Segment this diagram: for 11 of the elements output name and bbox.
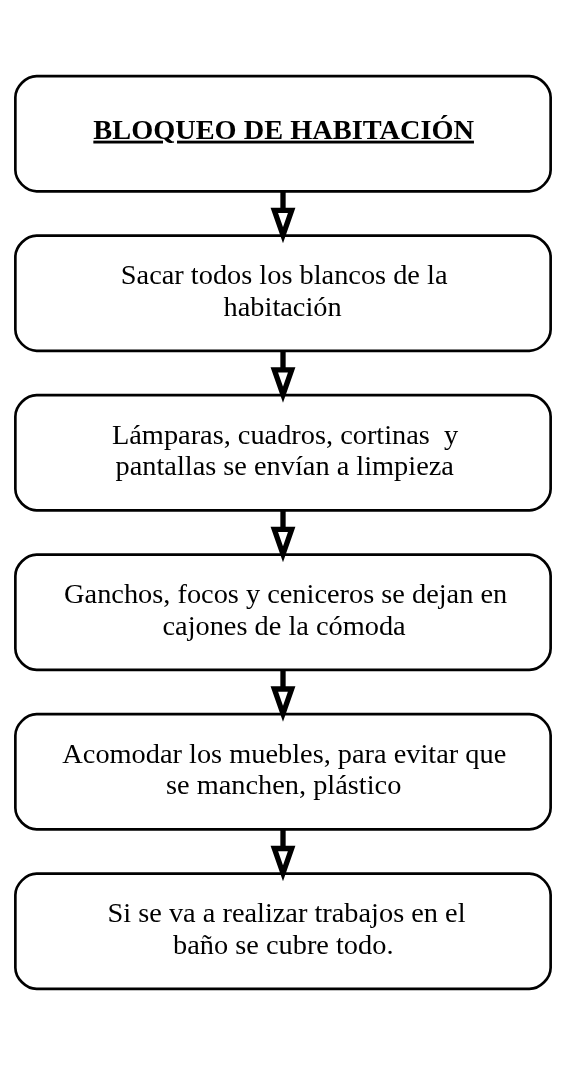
- arrow: [270, 351, 296, 403]
- node-box: Si se va a realizar trabajos en el baño se cubre todo.: [14, 872, 552, 991]
- arrow: [270, 510, 296, 563]
- arrow: [270, 829, 296, 882]
- arrow: [270, 670, 296, 722]
- arrow: [270, 191, 296, 244]
- node-box: BLOQUEO DE HABITACIÓN: [14, 74, 552, 193]
- node-box: Sacar todos los blancos de la habitación: [14, 234, 552, 353]
- node-box: Lámparas, cuadros, cortinas y pantallas se envían a limpieza: [14, 393, 552, 512]
- node-box: Ganchos, focos y ceniceros se dejan en cajones de la cómoda: [14, 553, 552, 672]
- node-box: Acomodar los muebles, para evitar que se manchen, plástico: [14, 712, 552, 831]
